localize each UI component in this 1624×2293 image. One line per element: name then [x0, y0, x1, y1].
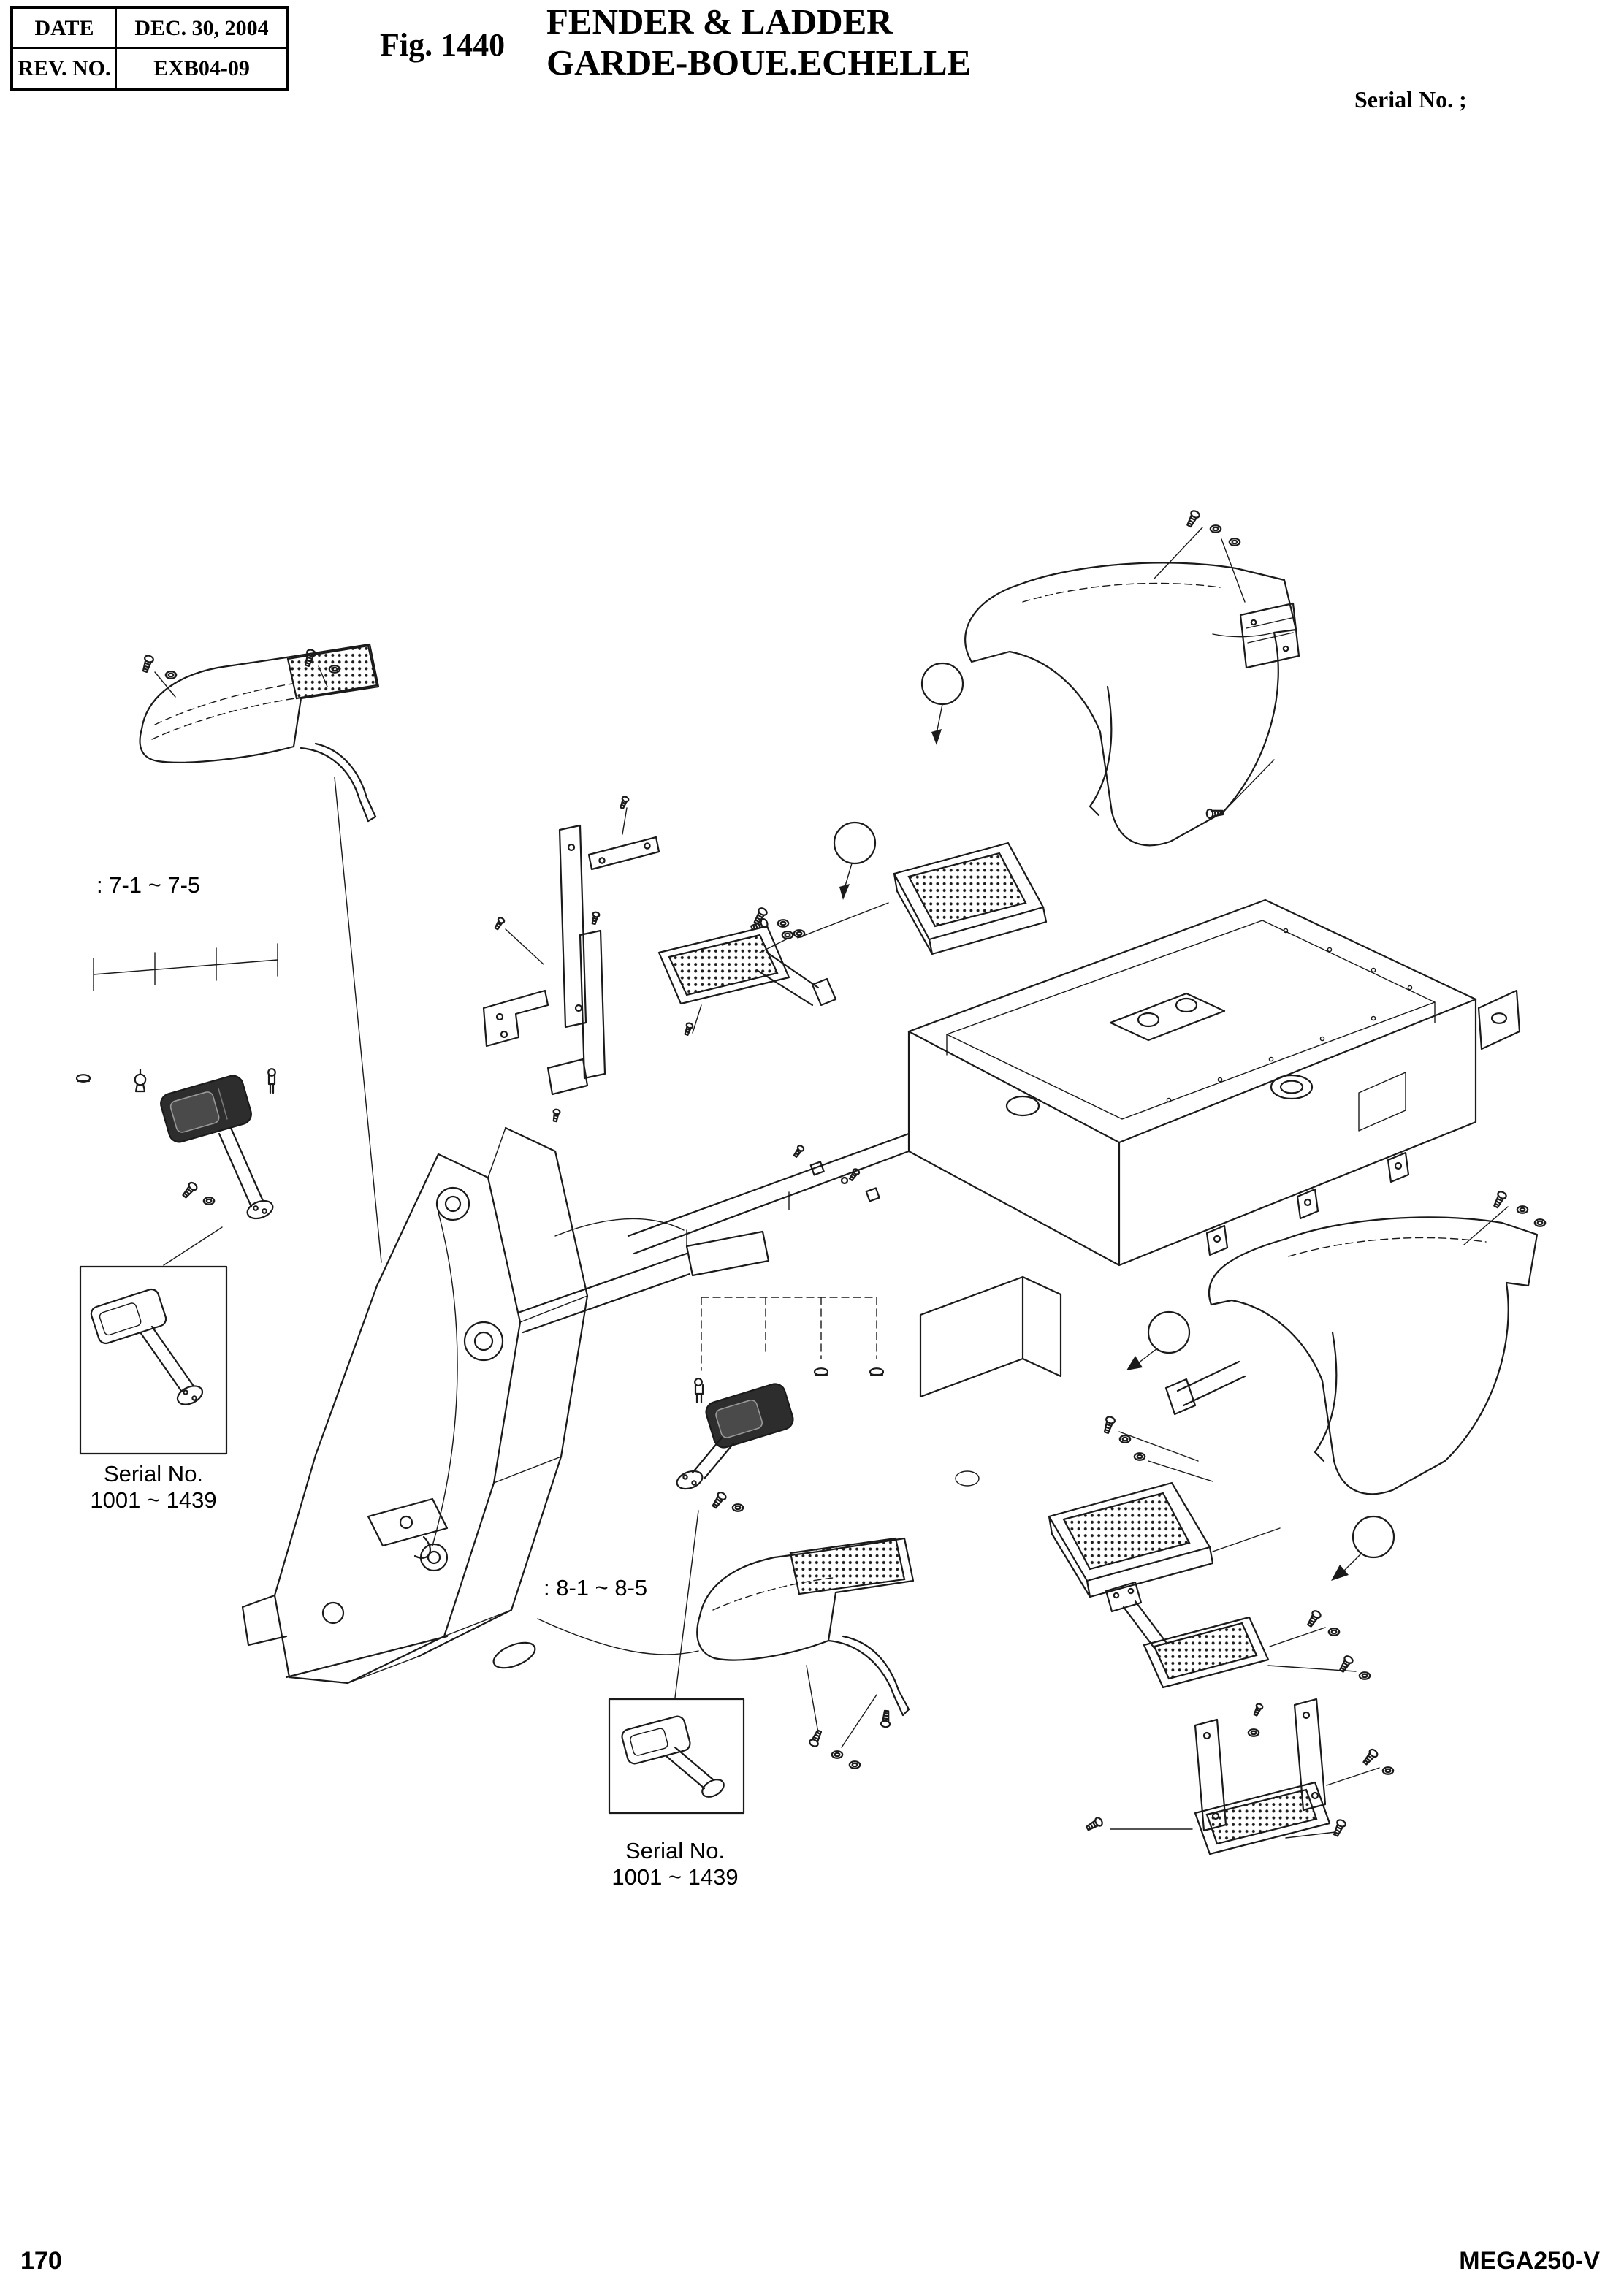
serial-box-left: Serial No. 1001 ~ 1439 — [79, 1265, 228, 1513]
mirror-head-outline — [621, 1715, 691, 1765]
washer-icon — [1533, 1218, 1547, 1227]
model-code: MEGA250-V — [1459, 2247, 1600, 2275]
mirror-head — [160, 1075, 252, 1143]
date-value: DEC. 30, 2004 — [116, 8, 287, 48]
serial-bottom-line2: 1001 ~ 1439 — [611, 1864, 738, 1890]
range-7-group: : 7-1 ~ 7-5 — [93, 872, 278, 991]
arrow-icon — [1331, 1565, 1349, 1581]
bolt-icon — [1491, 1189, 1509, 1210]
bolt-icon — [1360, 1747, 1380, 1767]
screw-icon — [492, 915, 506, 931]
bolt-icon — [880, 1709, 892, 1728]
washer-icon — [831, 1750, 844, 1759]
screw-icon — [551, 1107, 561, 1123]
rev-no-label: REV. NO. — [12, 48, 116, 88]
range-8-label: : 8-1 ~ 8-5 — [544, 1575, 647, 1600]
range-7-label: : 7-1 ~ 7-5 — [96, 872, 200, 898]
revision-table: DATE DEC. 30, 2004 REV. NO. EXB04-09 — [10, 6, 289, 91]
arrow-icon — [839, 884, 850, 900]
washer-icon — [1358, 1671, 1371, 1680]
chassis-frame — [627, 898, 1521, 1487]
washer-icon — [777, 919, 790, 928]
washer-icon — [1228, 538, 1241, 546]
mirror-head — [705, 1383, 794, 1449]
balloon-callout — [833, 821, 877, 900]
washer-icon — [1381, 1766, 1395, 1775]
bolt-icon — [749, 917, 770, 933]
figure-number: Fig. 1440 — [380, 27, 506, 63]
mounting-tabs — [1205, 1151, 1410, 1256]
bulb-icon — [134, 1073, 147, 1086]
balloon-callout — [1126, 1310, 1191, 1370]
arrow-icon — [1126, 1356, 1143, 1370]
serial-number-note: Serial No. ; — [1354, 86, 1467, 112]
bolt-icon — [709, 1490, 728, 1511]
serial-bottom-line1: Serial No. — [625, 1838, 725, 1863]
mirror-head-outline — [90, 1288, 167, 1345]
screw-icon — [682, 1021, 695, 1037]
bolt-icon — [807, 1728, 825, 1749]
bolt-icon — [140, 654, 156, 674]
washer-icon — [1247, 1728, 1260, 1737]
fender-front-left — [139, 643, 382, 1263]
bolt-icon — [1184, 508, 1202, 529]
serial-box-bottom-frame — [608, 1698, 745, 1815]
bracket-cluster — [482, 795, 660, 1123]
bolt-icon — [180, 1180, 199, 1200]
bolt-icon — [1084, 1815, 1105, 1834]
screw-icon — [791, 1143, 806, 1159]
washer-icon — [1118, 1435, 1132, 1443]
screw-icon — [1251, 1702, 1265, 1717]
serial-box-bottom: Serial No. 1001 ~ 1439 — [608, 1698, 745, 1890]
rim-bolt-holes — [1166, 928, 1413, 1103]
fender-rear-top — [920, 508, 1300, 847]
step-bracket-mid — [657, 906, 837, 1037]
arrow-icon — [931, 729, 942, 745]
washer-icon — [781, 931, 794, 939]
washer-icon — [731, 1503, 744, 1512]
washer-icon — [1133, 1452, 1146, 1461]
serial-box-left-frame — [79, 1265, 228, 1455]
date-label: DATE — [12, 8, 116, 48]
title-english: FENDER & LADDER — [546, 1, 893, 42]
washer-icon — [1327, 1628, 1341, 1636]
step-tray-upper — [749, 821, 1048, 955]
loader-tower — [241, 1126, 770, 1685]
washer-icon — [202, 1197, 216, 1205]
washer-icon — [1516, 1205, 1529, 1214]
serial-left-line2: 1001 ~ 1439 — [90, 1487, 216, 1513]
rev-no-value: EXB04-09 — [116, 48, 287, 88]
bolt-icon — [1305, 1609, 1323, 1629]
mirror-assembly-left — [75, 1068, 276, 1266]
screw-icon — [590, 910, 601, 926]
bolt-icon — [1101, 1415, 1117, 1435]
page-number: 170 — [20, 2247, 62, 2275]
mirror-flange — [246, 1199, 274, 1220]
washer-icon — [1209, 524, 1222, 533]
balloon-callout — [920, 662, 964, 745]
screw-icon — [847, 1167, 861, 1183]
hook-bracket — [367, 1497, 449, 1559]
bolt-icon — [1330, 1817, 1348, 1838]
sensor-icon — [694, 1378, 704, 1404]
screw-icon — [617, 795, 630, 810]
washer-icon — [164, 671, 178, 679]
fender-front-center: : 8-1 ~ 8-5 — [544, 1537, 915, 1769]
title-french: GARDE-BOUE.ECHELLE — [546, 42, 972, 83]
ladder-assembly — [1084, 1581, 1395, 1855]
fender-rear-right — [1101, 1189, 1547, 1581]
step-tray-right — [1048, 1481, 1281, 1598]
washer-icon — [848, 1760, 861, 1769]
mirror-assembly-center — [674, 1297, 885, 1698]
balloon-callout — [1331, 1515, 1395, 1581]
sensor-icon — [267, 1068, 276, 1094]
page-title: FENDER & LADDER GARDE-BOUE.ECHELLE — [546, 1, 971, 83]
serial-left-line1: Serial No. — [104, 1461, 203, 1487]
small-hardware-row — [791, 1143, 880, 1202]
